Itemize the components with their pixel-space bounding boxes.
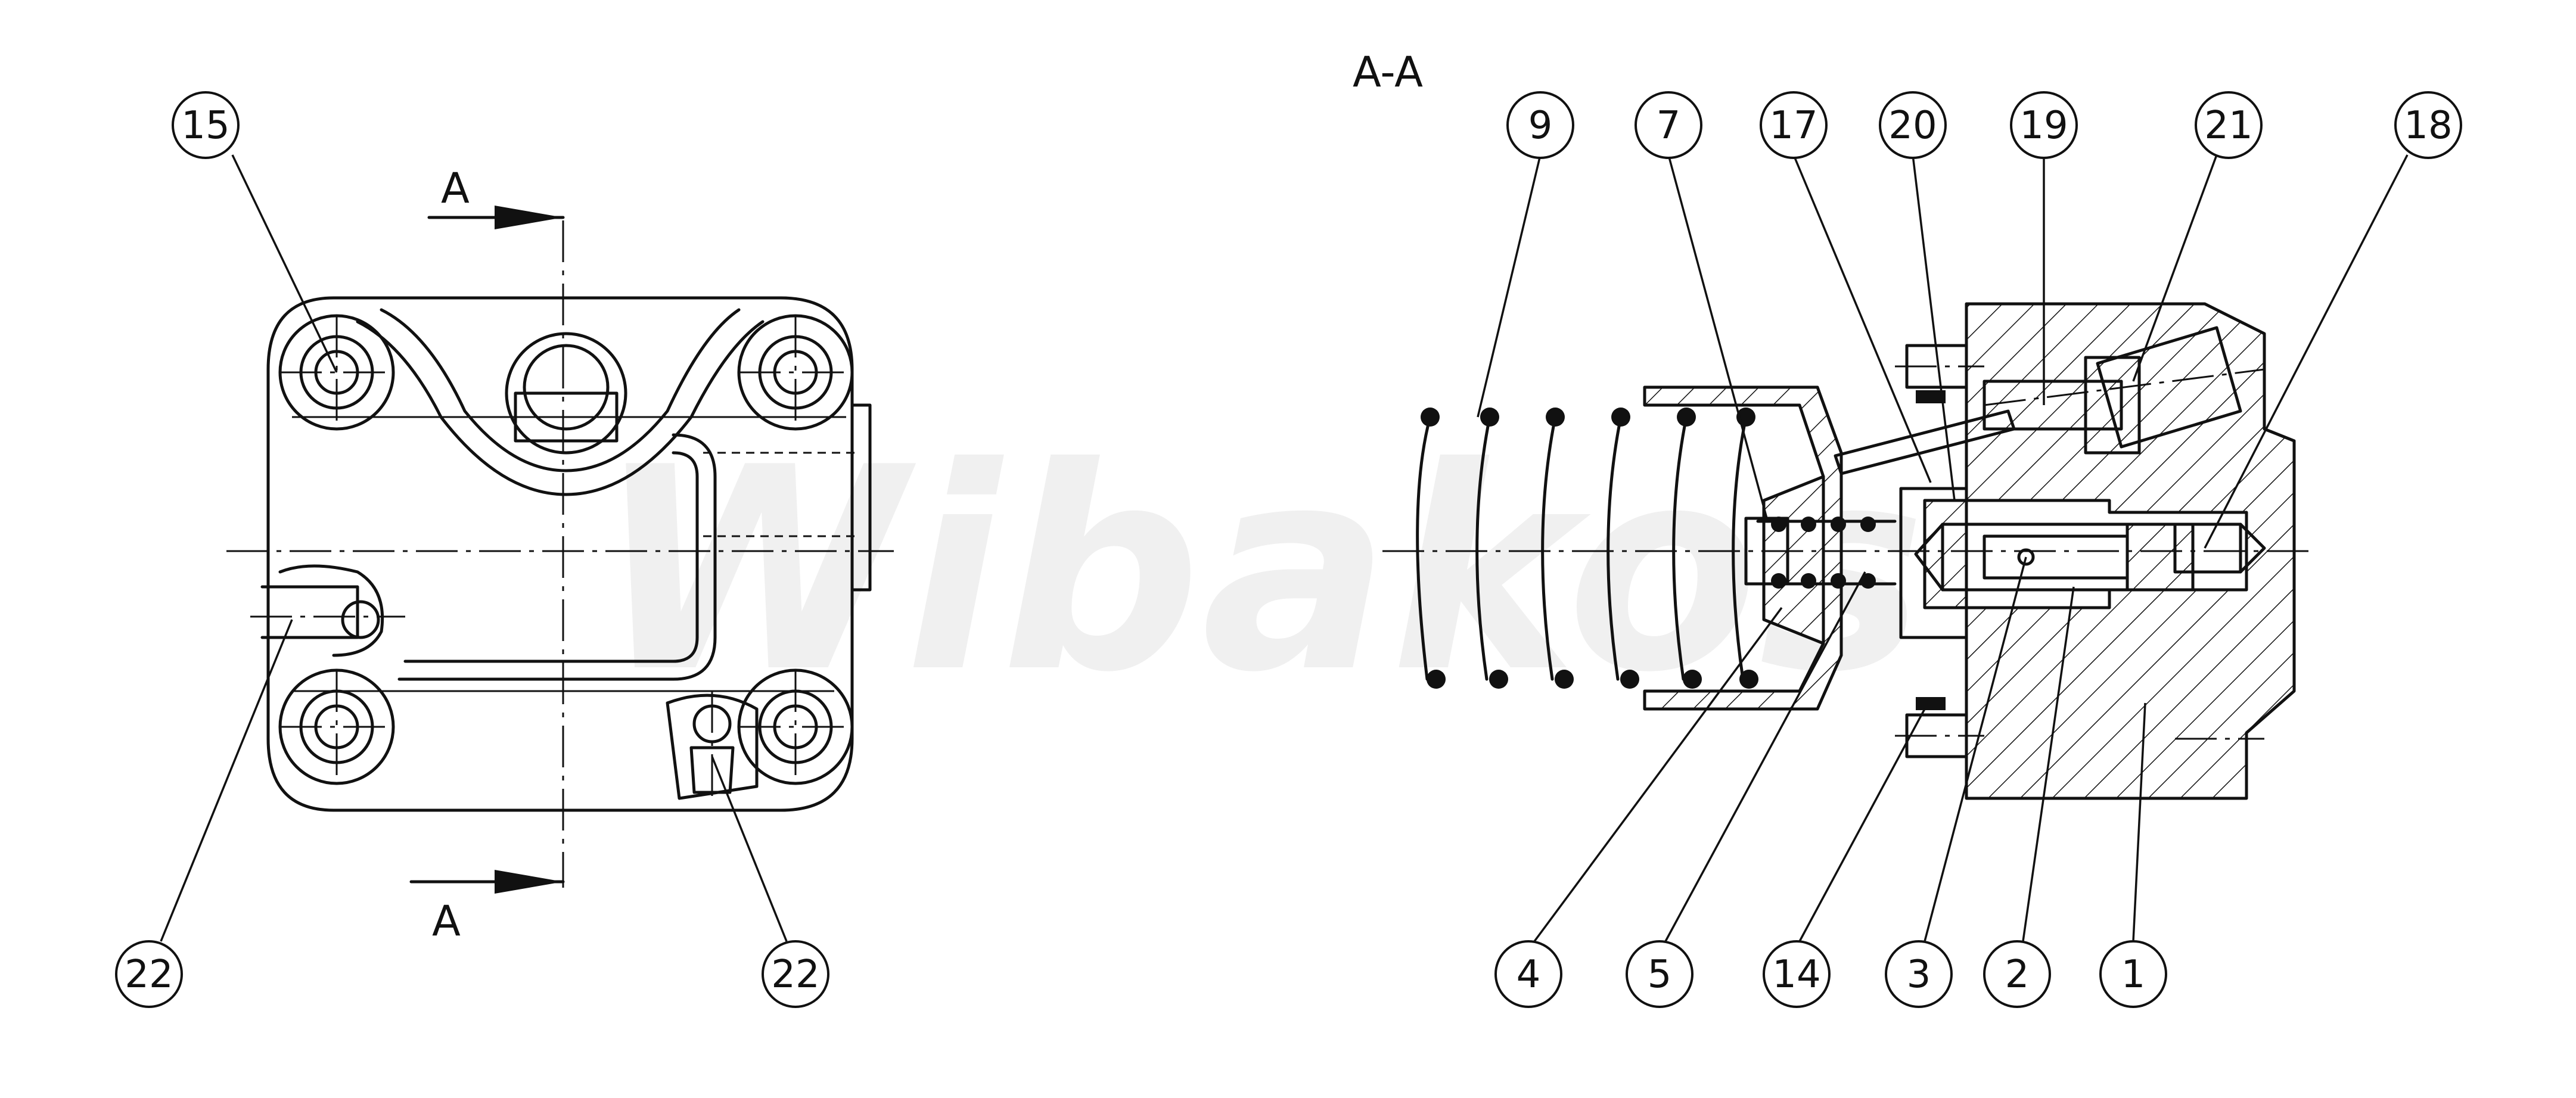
svg-text:22: 22 [125, 953, 173, 997]
callout-18: 18 [2204, 91, 2462, 549]
svg-text:15: 15 [181, 104, 229, 148]
section-marker-bottom: A [432, 897, 461, 945]
callouts: 15 22 22 9 7 17 [115, 91, 2462, 1008]
callout-19: 19 [2010, 91, 2078, 405]
svg-text:3: 3 [1907, 953, 1931, 997]
svg-text:2: 2 [2005, 953, 2030, 997]
spring-5 [1756, 517, 1897, 589]
svg-text:17: 17 [1769, 104, 1817, 148]
callout-5: 5 [1626, 571, 1866, 1008]
section-view: A-A [1353, 48, 2312, 800]
watermark-text: Wibakos [596, 408, 1926, 733]
svg-text:21: 21 [2204, 104, 2252, 148]
spool [1914, 522, 2195, 592]
callout-14: 14 [1763, 708, 1926, 1008]
svg-text:4: 4 [1517, 953, 1541, 997]
callout-3: 3 [1885, 556, 2027, 1008]
callout-22-bottom: 22 [711, 756, 829, 1008]
svg-text:9: 9 [1528, 104, 1553, 148]
section-marker-top: A [441, 164, 470, 213]
callout-22-left: 22 [115, 619, 293, 1008]
callout-4: 4 [1494, 606, 1783, 1008]
svg-text:14: 14 [1772, 953, 1820, 997]
callout-15: 15 [172, 91, 338, 373]
callout-17: 17 [1760, 91, 1932, 483]
svg-text:7: 7 [1657, 104, 1681, 148]
callout-1: 1 [2099, 702, 2167, 1008]
callout-7: 7 [1635, 91, 1768, 519]
callout-21: 21 [2132, 91, 2263, 382]
pin-19 [1834, 380, 2123, 475]
section-title: A-A [1353, 48, 1423, 97]
svg-text:20: 20 [1888, 104, 1937, 148]
front-view: A A [226, 164, 894, 945]
svg-text:18: 18 [2404, 104, 2452, 148]
svg-text:1: 1 [2121, 953, 2146, 997]
svg-text:22: 22 [771, 953, 819, 997]
callout-9: 9 [1477, 91, 1574, 418]
svg-text:19: 19 [2019, 104, 2068, 148]
callout-20: 20 [1879, 91, 1956, 501]
svg-text:5: 5 [1648, 953, 1672, 997]
callout-2: 2 [1983, 586, 2075, 1008]
plug-21 [2084, 326, 2242, 455]
adjuster [2173, 522, 2266, 574]
